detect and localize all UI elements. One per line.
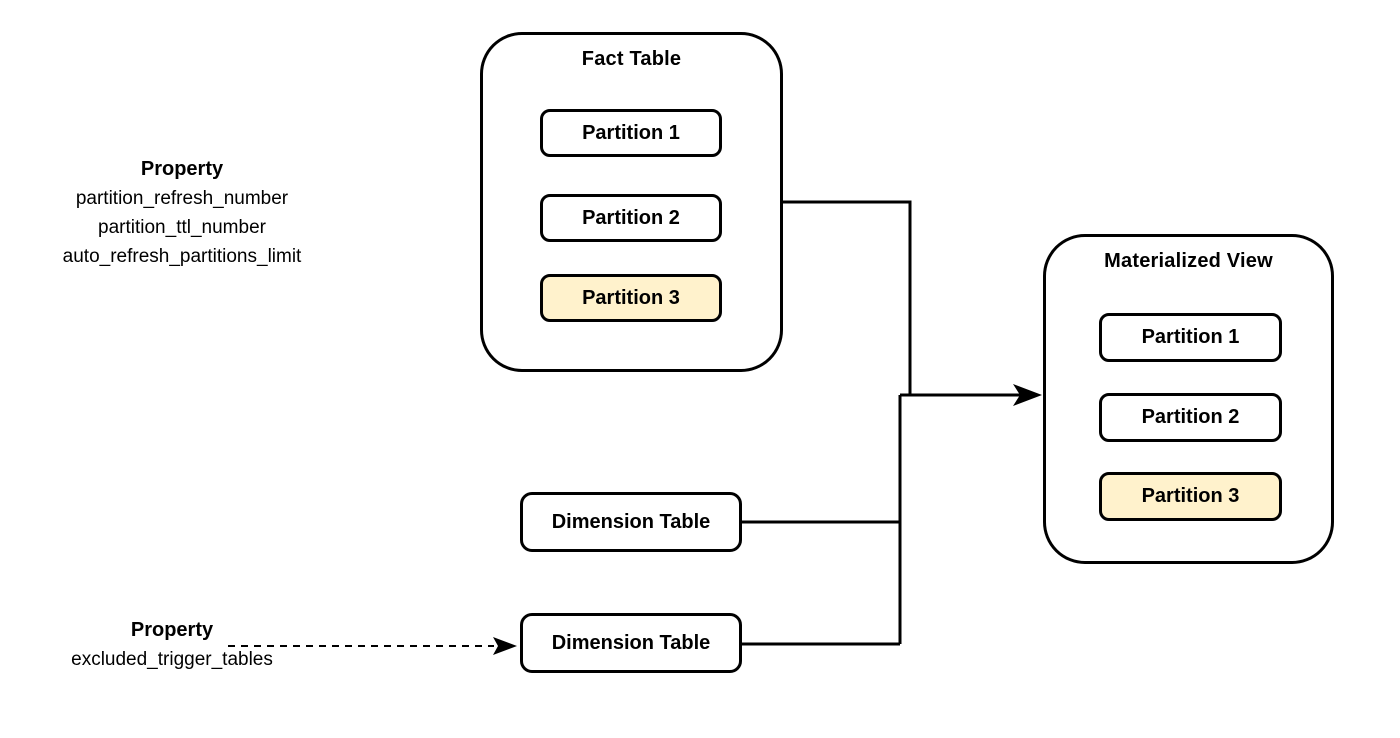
fact-partition-3-highlighted: Partition 3	[540, 274, 722, 322]
property-item: auto_refresh_partitions_limit	[62, 246, 302, 267]
fact-partition-1: Partition 1	[540, 109, 722, 157]
property-note-top: Property partition_refresh_number partit…	[12, 155, 352, 271]
fact-partition-2: Partition 2	[540, 194, 722, 242]
connector-fact-to-junction	[783, 200, 912, 395]
materialized-view-title: Materialized View	[1104, 250, 1273, 272]
property-item: partition_refresh_number	[75, 188, 289, 209]
fact-table-title: Fact Table	[581, 48, 682, 70]
mv-partition-3-highlighted: Partition 3	[1099, 472, 1282, 521]
mv-partition-2: Partition 2	[1099, 393, 1282, 442]
dashed-arrowhead-icon	[493, 637, 517, 655]
property-item: partition_ttl_number	[98, 217, 266, 238]
property-item: excluded_trigger_tables	[71, 649, 273, 670]
mv-partition-1: Partition 1	[1099, 313, 1282, 362]
property-note-bottom: Property excluded_trigger_tables	[22, 616, 322, 674]
arrowhead-icon	[1013, 384, 1042, 406]
property-note-bottom-title: Property	[130, 619, 214, 641]
dimension-table-1: Dimension Table	[520, 492, 742, 552]
dimension-table-2: Dimension Table	[520, 613, 742, 673]
property-note-top-title: Property	[140, 158, 224, 180]
